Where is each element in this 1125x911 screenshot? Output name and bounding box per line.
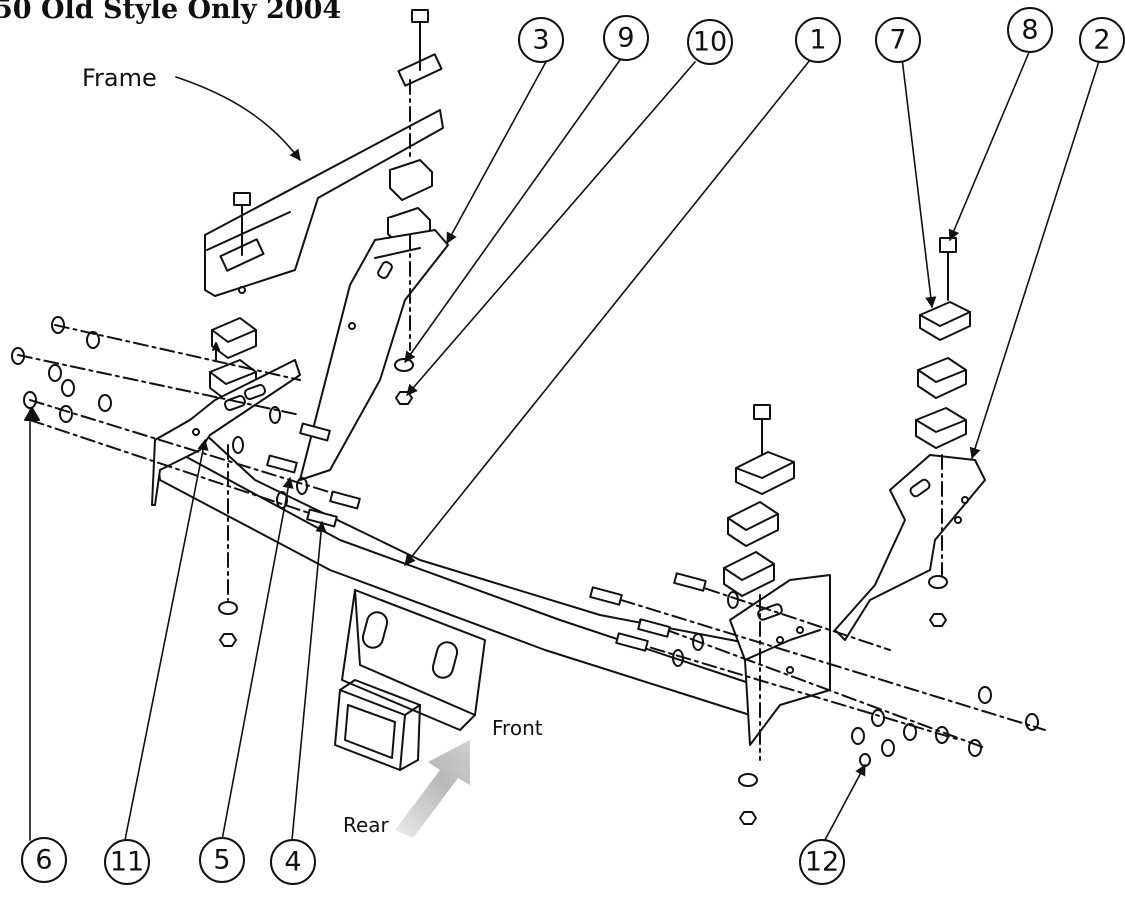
frame-rail <box>204 9 444 297</box>
spacer-stack-upper <box>387 79 433 247</box>
svg-text:8: 8 <box>1021 15 1038 46</box>
receiver-plate <box>334 589 486 771</box>
svg-text:2: 2 <box>1093 25 1110 56</box>
svg-text:10: 10 <box>693 27 727 58</box>
callout-2: 2 <box>1079 17 1125 63</box>
callout-1: 1 <box>795 17 841 63</box>
svg-text:1: 1 <box>809 25 826 56</box>
svg-text:5: 5 <box>213 845 230 876</box>
center-spacer-stack <box>723 404 795 825</box>
callout-7: 7 <box>875 17 921 63</box>
right-hardware-row <box>589 572 1046 767</box>
leader-lines <box>24 49 1101 841</box>
left-spacer-plates <box>209 317 257 401</box>
washer-nut-upper <box>394 358 414 405</box>
diagram-title: 50 Old Style Only 2004 <box>0 0 342 25</box>
svg-text:9: 9 <box>617 23 634 54</box>
callout-bubbles: 1 2 3 4 5 6 7 8 9 10 11 12 <box>21 7 1125 885</box>
callout-9: 9 <box>603 15 649 61</box>
direction-arrow <box>395 740 470 838</box>
callout-5: 5 <box>199 837 245 883</box>
callout-12: 12 <box>799 839 845 885</box>
svg-text:4: 4 <box>284 847 301 878</box>
svg-text:3: 3 <box>532 25 549 56</box>
callout-10: 10 <box>687 19 733 65</box>
left-side-bracket <box>299 229 449 481</box>
left-hardware-row <box>11 316 361 647</box>
rear-label: Rear <box>343 813 390 837</box>
callout-8: 8 <box>1007 7 1053 53</box>
callout-11: 11 <box>104 839 150 885</box>
front-label: Front <box>492 716 543 740</box>
right-spacer-stack <box>915 237 971 627</box>
svg-text:6: 6 <box>35 845 52 876</box>
svg-text:11: 11 <box>110 847 144 878</box>
frame-label: Frame <box>82 64 157 92</box>
callout-6: 6 <box>21 837 67 883</box>
svg-text:7: 7 <box>889 25 906 56</box>
callout-3: 3 <box>518 17 564 63</box>
right-side-bracket <box>729 454 986 746</box>
svg-text:12: 12 <box>805 847 839 878</box>
callout-4: 4 <box>270 839 316 885</box>
